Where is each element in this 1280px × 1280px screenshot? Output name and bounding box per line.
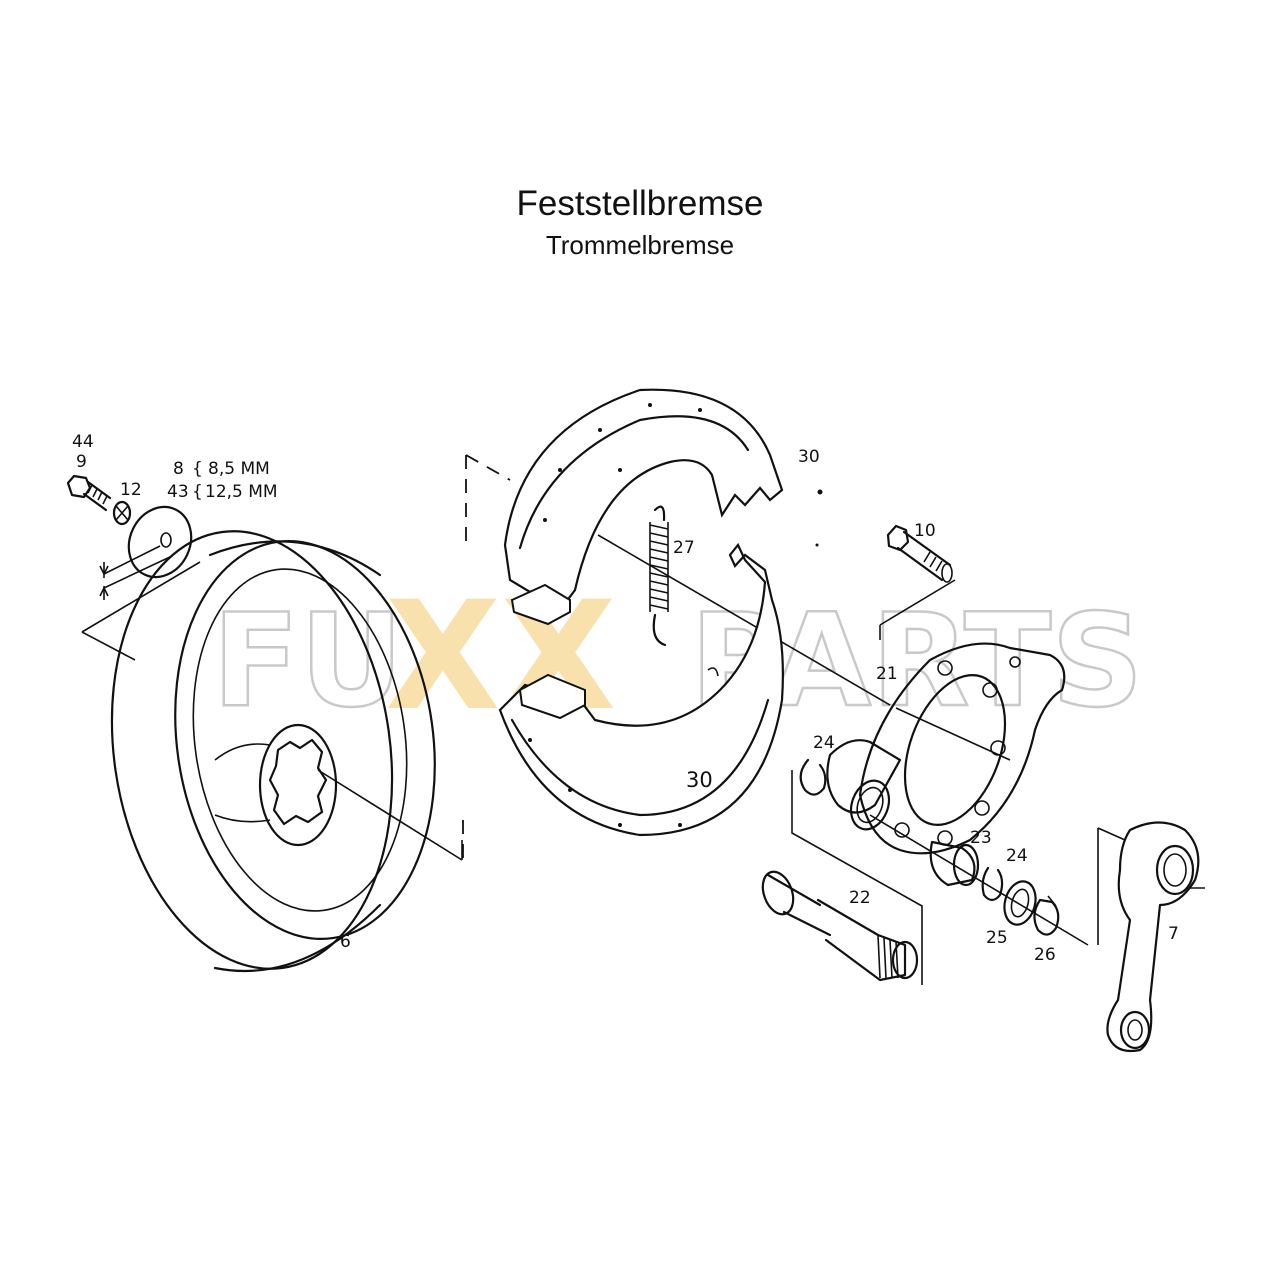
label-part-30-top: 30 bbox=[798, 447, 820, 467]
label-part-30-bottom: 30 bbox=[686, 768, 713, 792]
label-part-10: 10 bbox=[914, 521, 936, 541]
label-part-8: 8 bbox=[173, 459, 184, 479]
page-subtitle: Trommelbremse bbox=[545, 230, 735, 260]
bolt-10 bbox=[886, 524, 953, 583]
svg-text:{: { bbox=[192, 482, 203, 502]
label-part-9: 9 bbox=[76, 452, 87, 472]
label-part-22: 22 bbox=[849, 888, 871, 908]
watermark-left: FU bbox=[212, 587, 403, 736]
circlip-24-right bbox=[981, 866, 1004, 902]
label-part-43-size: 12,5 MM bbox=[205, 482, 278, 502]
washer-8-43 bbox=[99, 505, 193, 600]
bushing-23 bbox=[929, 840, 980, 887]
label-part-24-left: 24 bbox=[813, 733, 835, 753]
page-title: Feststellbremse bbox=[516, 184, 764, 223]
label-part-25: 25 bbox=[986, 928, 1008, 948]
label-part-26: 26 bbox=[1034, 945, 1056, 965]
label-part-24-right: 24 bbox=[1006, 846, 1028, 866]
label-part-6: 6 bbox=[340, 932, 351, 952]
shaft-22 bbox=[761, 870, 919, 982]
label-part-23: 23 bbox=[970, 828, 992, 848]
anchor-plate-21 bbox=[826, 642, 1066, 855]
label-part-43: 43 bbox=[167, 482, 189, 502]
brake-shoe-30-bottom bbox=[498, 542, 784, 837]
brake-shoe-30-top bbox=[503, 388, 823, 626]
part-labels: 44 9 12 8 { 8,5 MM 43 { 12,5 MM 30 27 10… bbox=[72, 432, 1179, 965]
label-part-12: 12 bbox=[120, 480, 142, 500]
circlip-26 bbox=[1033, 895, 1060, 936]
circlip-24-left bbox=[799, 758, 827, 796]
washer-25 bbox=[1003, 880, 1037, 926]
label-part-8-size: 8,5 MM bbox=[208, 459, 270, 479]
label-part-21: 21 bbox=[876, 664, 898, 684]
lock-washer-12 bbox=[112, 500, 132, 526]
label-part-27: 27 bbox=[673, 538, 695, 558]
lever-7 bbox=[1106, 821, 1200, 1053]
svg-text:{: { bbox=[192, 459, 203, 479]
spring-27 bbox=[649, 505, 669, 647]
brake-drum-6 bbox=[110, 530, 436, 972]
bolt-9 bbox=[66, 474, 112, 512]
label-part-44: 44 bbox=[72, 432, 94, 452]
label-part-7: 7 bbox=[1168, 924, 1179, 944]
